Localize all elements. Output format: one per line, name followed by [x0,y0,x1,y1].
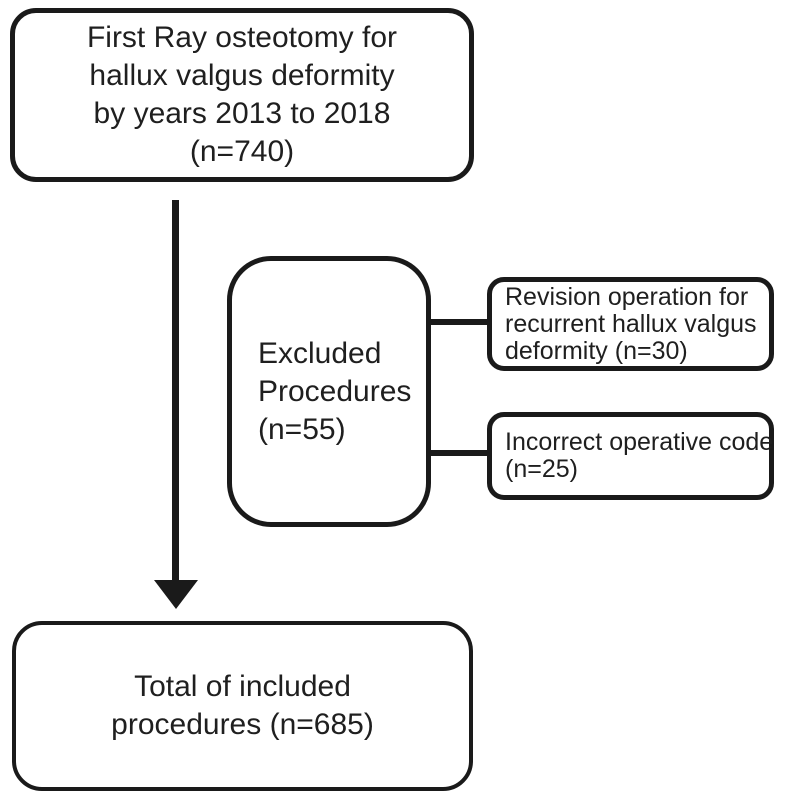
reason-revision-line-2: recurrent hallux valgus [505,309,757,338]
excluded-text-line-2: Procedures [258,374,412,408]
total-text-line-2: procedures (n=685) [111,708,374,741]
start-text-line-3: by years 2013 to 2018 [93,97,391,130]
connector-excluded-to-incorrect-code [420,450,495,456]
reason-code-line-1: Incorrect operative code [505,428,774,456]
reason-revision-line-3: deformity (n=30) [505,336,688,365]
flow-box-reason-revision: Revision operation for recurrent hallux … [487,277,774,371]
start-text-line-2: hallux valgus deformity [89,59,395,92]
reason-revision-line-1: Revision operation for [505,282,749,311]
start-text-line-1: First Ray osteotomy for [86,21,398,54]
reason-code-line-2: (n=25) [505,455,578,483]
flow-box-excluded: Excluded Procedures (n=55) [227,256,431,527]
flow-box-reason-incorrect-code: Incorrect operative code (n=25) [487,412,774,500]
connector-excluded-to-revision [420,319,495,325]
flow-box-start: First Ray osteotomy for hallux valgus de… [10,8,474,182]
flow-box-total: Total of included procedures (n=685) [12,621,473,791]
excluded-text-line-1: Excluded [258,336,382,370]
arrow-down-head-icon [154,580,198,609]
excluded-count-label: (n=55) [258,412,346,446]
start-count-label: (n=740) [189,135,295,168]
arrow-down-line [172,200,179,582]
total-text-line-1: Total of included [134,670,351,703]
